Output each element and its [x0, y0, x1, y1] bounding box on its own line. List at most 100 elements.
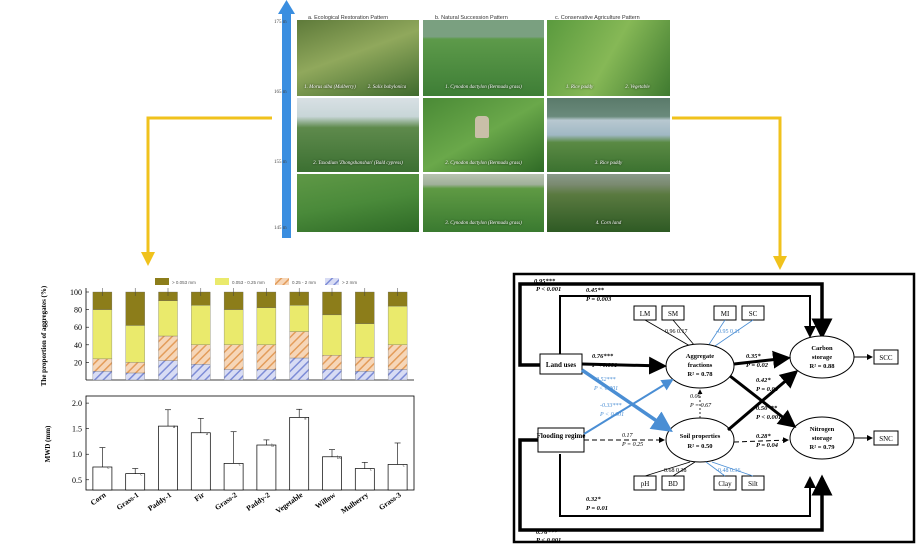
box-sm: SM: [668, 310, 679, 318]
coef-bot1: 0.32*: [586, 496, 601, 503]
label-snc: SNC: [879, 435, 893, 443]
stack-segment: [322, 355, 342, 370]
mwd-ytick: 0.5: [72, 476, 82, 485]
stack-segment: [355, 356, 375, 372]
photo-caption: 1. Rice paddy: [565, 85, 594, 90]
box-clay: Clay: [718, 480, 732, 488]
coef-fr-agg: -0.33***: [600, 403, 622, 409]
x-tick-label: Fir: [193, 490, 207, 503]
box-ph: pH: [641, 480, 650, 488]
x-tick-label: Grass-1: [115, 490, 141, 512]
mwd-ytick: 1.5: [72, 425, 82, 434]
path-lu-agg: [581, 356, 667, 375]
stack-segment: [125, 325, 145, 363]
nitrogen-r2: R² = 0.79: [810, 444, 836, 451]
path-fr-agg: [583, 378, 674, 435]
photo-caption: 2. Taxodium 'Zhongshanshan' (Bald cypres…: [313, 161, 403, 166]
stack-segment: [223, 309, 244, 345]
legend-swatch: [215, 278, 229, 285]
stack-segment: [125, 291, 145, 326]
stack-segment: [355, 291, 375, 324]
p-agg-carbon: P = 0.02: [746, 362, 769, 369]
mwd-bar: [190, 432, 211, 491]
legend-label: > 0.053 mm: [172, 280, 196, 285]
p-top1: P < 0.001: [536, 286, 561, 293]
stack-segment: [322, 369, 342, 381]
coef-lu-agg: 0.76***: [592, 353, 614, 360]
p-agg-nitrogen: P = 0.04: [756, 386, 779, 393]
stack-segment: [158, 335, 178, 361]
connector-right: [672, 116, 782, 262]
mwd-bar: [387, 464, 408, 491]
photo-caption: 2. Vegetable: [625, 85, 650, 90]
coef-soil-carbon: 0.50***: [756, 405, 778, 412]
mwd-letter: b: [271, 444, 274, 449]
legend-swatch: [325, 278, 339, 285]
connector-left-arrowhead: [141, 252, 155, 266]
carbon-line1: Carbon: [811, 345, 833, 352]
p-soil-carbon: P < 0.001: [756, 414, 781, 421]
mwd-bar: [322, 456, 342, 491]
x-tick-label: Grass-2: [213, 490, 239, 512]
stack-segment: [355, 323, 375, 358]
carbon-line2: storage: [812, 354, 832, 361]
mwd-letter: c: [140, 473, 143, 478]
mwd-letter: a: [304, 416, 307, 421]
photo-caption: 1. Morus alba (Mulberry): [304, 85, 356, 90]
stack-ytick: 40: [74, 341, 82, 350]
elevation-bar: [282, 12, 291, 238]
stack-segment: [158, 360, 178, 381]
stack-segment: [92, 309, 113, 360]
stack-segment: [387, 305, 408, 345]
box-snc: [873, 430, 899, 446]
photo-caption: 2. Salix babylonica: [367, 85, 407, 90]
mwd-ytick: 1.0: [72, 450, 82, 459]
mwd-letter: bc: [337, 456, 343, 461]
loading-top-right: -0.95 0.11: [716, 329, 740, 335]
sem-frame: [512, 272, 916, 544]
stack-segment: [387, 369, 408, 381]
path-lu-carbon-short: [559, 295, 816, 365]
ellipse-soil-properties: [665, 417, 735, 463]
elev-155: 155 m: [274, 160, 287, 165]
path-lu-carbon-long: [518, 282, 833, 367]
photo-caption: 3. Cynodon dactylon (Bermuda grass): [445, 221, 522, 226]
label-scc: SCC: [879, 354, 893, 362]
elevation-axis: [278, 0, 295, 238]
stack-segment: [125, 372, 145, 381]
p-lu-soil: P < 0.001: [593, 386, 618, 392]
legend-swatch: [275, 278, 289, 285]
p-top2: P = 0.003: [586, 296, 612, 303]
loading-bottom-left: 0.68 0.38: [664, 468, 687, 474]
stack-segment: [289, 357, 309, 381]
stack-ylabel: The proportion of aggregates (%): [40, 285, 48, 386]
legend-label: 0.053 - 0.25 mm: [232, 280, 265, 285]
sem-diagram: LM SM MI SC 0.96 0.17 -0.95 0.11 Land us…: [512, 272, 916, 544]
mwd-frame: [85, 395, 415, 491]
legend-label: > 2 mm: [342, 280, 357, 285]
path-agg-carbon: [733, 350, 791, 369]
stack-segment: [256, 344, 277, 370]
p-fr-soil: P = 0.25: [621, 442, 643, 448]
photo-bermuda-1: 1. Cynodon dactylon (Bermuda grass): [423, 20, 544, 96]
photo-rice-paddy-3: 3. Rice paddy: [547, 98, 670, 172]
panel-title-a: a. Ecological Restoration Pattern: [308, 15, 389, 21]
mwd-bar-chart: MWD (mm)2.01.51.00.5cCorncGrass-1aPaddy-…: [44, 395, 415, 516]
path-lu-soil: [581, 368, 673, 432]
box-sc: SC: [749, 310, 758, 318]
p-bot2: P < 0.001: [536, 537, 561, 544]
box-mi: MI: [721, 310, 730, 318]
photo-mulberry-willow: 1. Morus alba (Mulberry) 2. Salix babylo…: [297, 20, 419, 96]
agg-line2: fractions: [688, 362, 713, 369]
loading-bottom-right: -0.48 0.36: [716, 468, 741, 474]
mwd-letter: c: [107, 466, 110, 471]
stack-segment: [92, 371, 113, 381]
coef-top2: 0.45**: [586, 287, 605, 294]
obs-boxes-top: LM SM MI SC: [633, 305, 765, 321]
stacked-bar-chart: The proportion of aggregates (%)10080604…: [40, 285, 414, 386]
x-tick-label: Corn: [89, 490, 108, 507]
soil-r2: R² = 0.50: [688, 443, 713, 450]
stack-segment: [355, 371, 375, 381]
